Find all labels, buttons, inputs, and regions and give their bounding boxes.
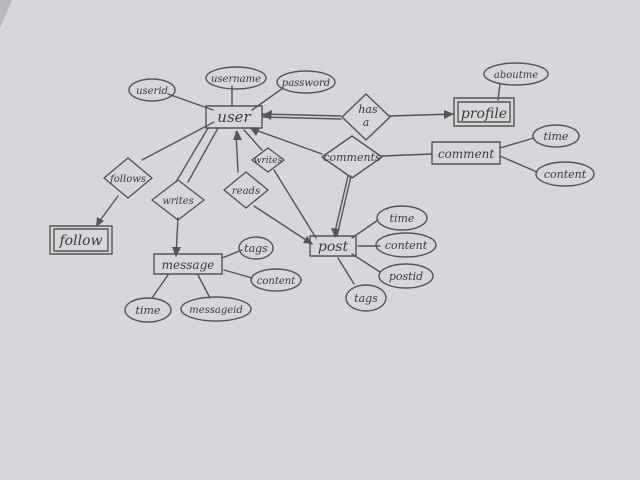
profile-entity-label: profile <box>461 106 507 122</box>
attribute-ovals <box>124 62 595 323</box>
comment-time-oval <box>532 124 580 148</box>
comment-content-oval <box>535 161 595 187</box>
line-post-tags <box>337 257 355 285</box>
arrowhead-user-left <box>262 110 272 120</box>
profile-box-outer <box>453 97 515 127</box>
follows-diamond <box>103 157 153 199</box>
writes-post-label: writes <box>254 156 283 166</box>
post-tags-label: tags <box>354 292 378 305</box>
relationship-diamonds <box>103 93 391 221</box>
username-label: username <box>211 74 261 85</box>
comments-label: comments <box>323 151 381 164</box>
line-reads-post <box>253 205 313 245</box>
line-user-hasa <box>261 113 342 117</box>
follow-box-inner <box>53 228 109 252</box>
line-comment-time <box>499 137 535 149</box>
messageid-oval <box>180 296 252 322</box>
username-oval <box>205 66 267 90</box>
has-a-label-line2: a <box>363 116 370 129</box>
line-writes-post-post <box>273 169 317 239</box>
postid-oval <box>378 263 434 289</box>
labels: user profile comment post message follow… <box>59 70 587 317</box>
userid-oval <box>128 78 176 102</box>
messageid-label: messageid <box>189 305 243 316</box>
comment-box <box>431 141 501 165</box>
line-message-time <box>151 274 169 299</box>
message-content-oval <box>250 268 302 292</box>
line-user-hasa-2 <box>261 116 342 120</box>
comment-entity-label: comment <box>438 147 495 161</box>
line-user-writes-message <box>187 127 219 183</box>
aboutme-oval <box>483 62 549 86</box>
line-post-time <box>351 219 379 239</box>
arrowhead-user-bottom <box>233 130 242 140</box>
line-user-comments <box>249 127 323 155</box>
line-comments-post-2 <box>336 175 352 237</box>
password-label: password <box>282 78 330 89</box>
line-user-writes-post <box>243 129 263 151</box>
message-entity-label: message <box>162 258 215 272</box>
line-post-postid <box>351 253 381 273</box>
arrowhead-post-top <box>331 228 340 238</box>
follow-box-outer <box>49 225 113 255</box>
line-writes-message-extra <box>175 127 209 183</box>
message-tags-oval <box>238 236 274 260</box>
userid-label: userid <box>136 86 168 97</box>
has-a-diamond <box>341 93 391 141</box>
writes-message-diamond <box>151 179 205 221</box>
writes-message-label: writes <box>162 196 194 207</box>
arrowhead-follow <box>96 217 104 227</box>
profile-box-inner <box>457 101 511 123</box>
message-content-label: content <box>257 276 296 287</box>
post-content-oval <box>375 232 437 258</box>
line-message-messageid <box>197 274 211 299</box>
message-tags-label: tags <box>244 242 268 255</box>
post-box <box>309 235 357 257</box>
line-comment-content <box>499 155 538 173</box>
line-hasa-profile <box>388 113 455 117</box>
connector-lines <box>95 83 538 299</box>
postid-label: postid <box>389 270 423 283</box>
post-entity-label: post <box>318 239 349 255</box>
line-message-tags <box>221 249 243 259</box>
writes-post-diamond <box>251 147 285 173</box>
message-time-oval <box>124 297 172 323</box>
comments-diamond <box>321 135 383 179</box>
post-time-label: time <box>390 212 415 225</box>
has-a-label-line1: has <box>358 103 378 116</box>
arrowhead-user-comments <box>250 128 260 136</box>
arrowhead-message <box>172 247 181 257</box>
user-entity-label: user <box>217 108 251 126</box>
arrowhead-profile <box>444 110 454 119</box>
post-content-label: content <box>385 239 428 252</box>
message-time-label: time <box>136 304 161 317</box>
comment-content-label: content <box>544 168 587 181</box>
message-box <box>153 253 223 275</box>
password-oval <box>276 70 336 94</box>
comment-time-label: time <box>544 130 569 143</box>
follows-label: follows <box>109 174 146 185</box>
line-comments-post <box>333 175 349 237</box>
user-box <box>205 105 263 129</box>
post-tags-oval <box>345 284 387 312</box>
line-user-follows <box>141 121 215 161</box>
reads-diamond <box>223 171 269 209</box>
line-comments-comment <box>381 153 433 157</box>
follow-entity-label: follow <box>59 233 103 249</box>
paper-shadow-edge <box>0 0 12 28</box>
entity-boxes <box>49 97 515 275</box>
reads-label: reads <box>232 186 260 197</box>
aboutme-label: aboutme <box>494 70 538 81</box>
post-time-oval <box>376 205 428 231</box>
line-message-content <box>223 269 253 279</box>
